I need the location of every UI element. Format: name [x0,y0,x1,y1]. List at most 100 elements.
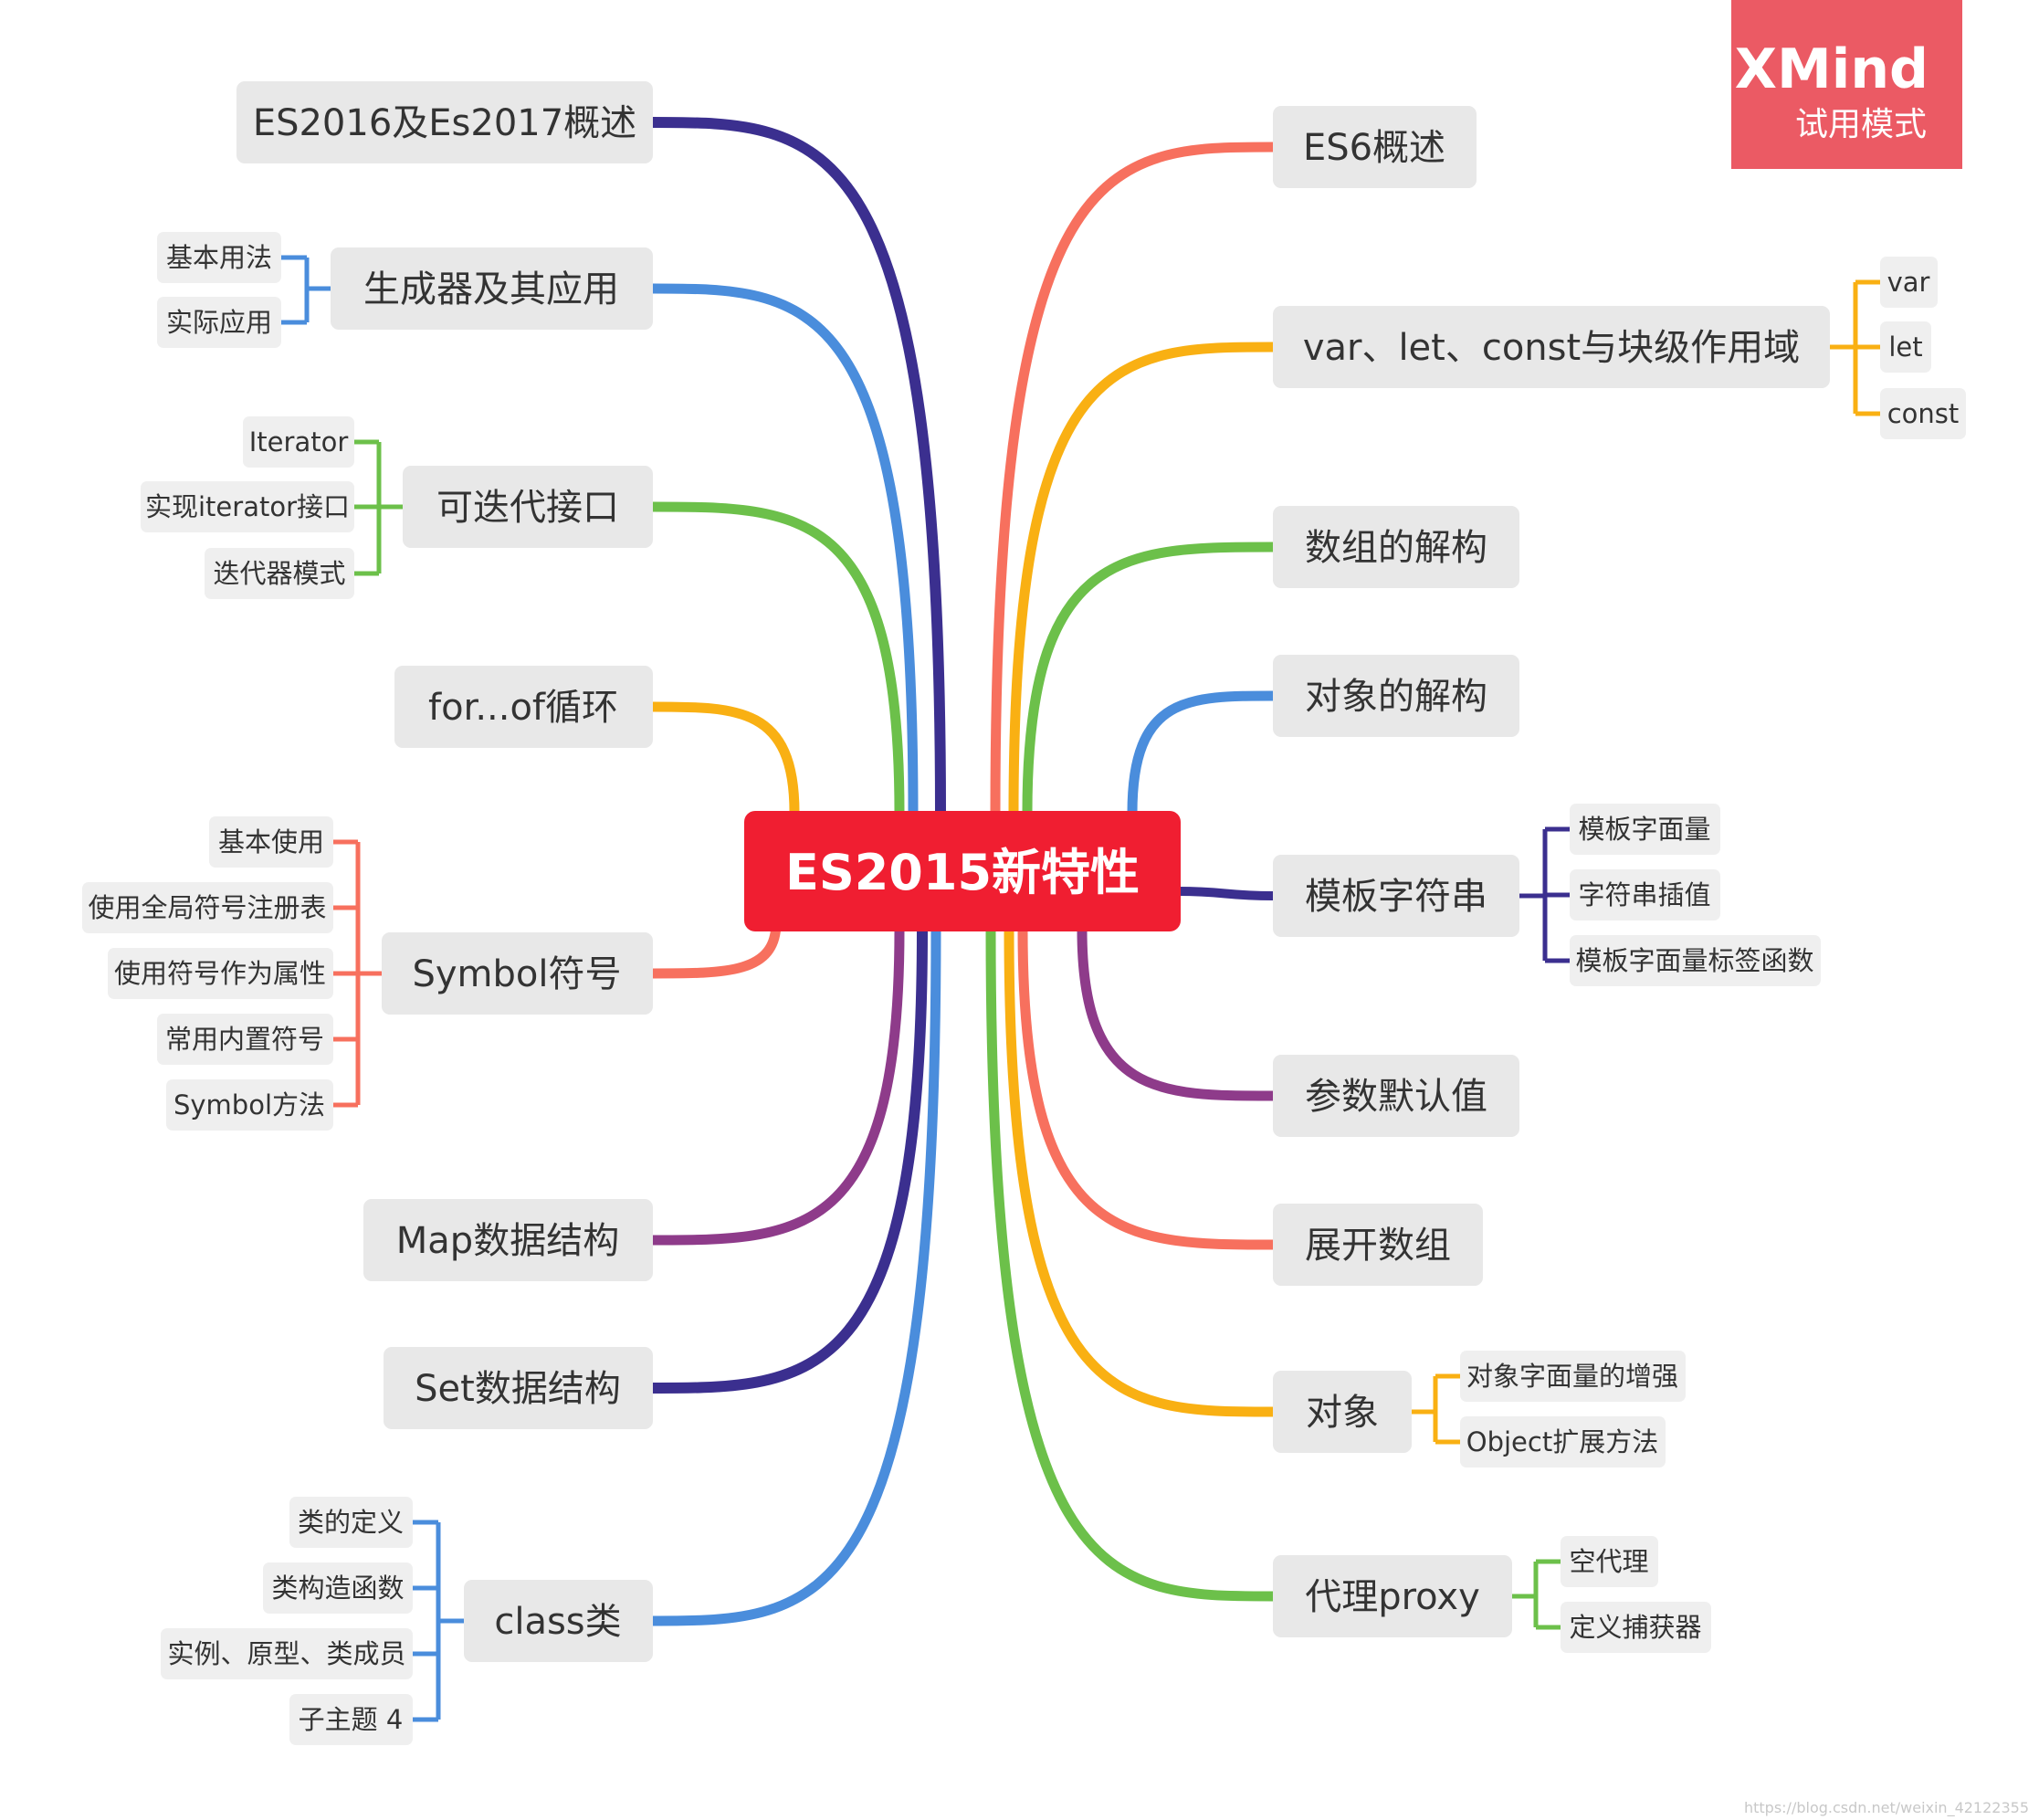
subtopic-label: 实际应用 [166,307,272,338]
subtopic-label: Iterator [249,426,349,458]
bracket-line [1412,1373,1460,1445]
topic-spread-array[interactable]: 展开数组 [1273,1204,1483,1286]
subtopic-empty-proxy[interactable]: 空代理 [1561,1536,1658,1587]
topic-label: ES2016及Es2017概述 [253,102,636,144]
topic-label: Symbol符号 [412,953,621,995]
central-topic[interactable]: ES2015新特性 [744,811,1181,931]
branch-line [1004,924,1278,1417]
subtopic-implement-iterator[interactable]: 实现iterator接口 [141,481,354,532]
topic-label: 生成器及其应用 [363,268,619,310]
topic-symbol[interactable]: Symbol符号 [382,932,653,1015]
topic-label: class类 [494,1601,621,1643]
topic-iterable-interface[interactable]: 可迭代接口 [403,466,653,548]
subtopic-generator-basic-usage[interactable]: 基本用法 [157,232,281,283]
topic-label: 代理proxy [1305,1576,1480,1618]
subtopic-label: 空代理 [1569,1546,1648,1577]
sub-topic-brackets [281,255,1880,1722]
subtopic-enhanced-object-literals[interactable]: 对象字面量的增强 [1460,1351,1686,1402]
subtopic-label: 常用内置符号 [165,1024,324,1055]
topic-default-parameters[interactable]: 参数默认值 [1273,1055,1519,1137]
branch-line [1017,924,1278,1250]
subtopic-symbol-methods[interactable]: Symbol方法 [166,1079,333,1131]
subtopic-symbol-basic-usage[interactable]: 基本使用 [209,816,333,868]
subtopic-label: 实现iterator接口 [145,491,350,522]
branch-line [647,501,905,818]
subtopic-label: let [1888,331,1922,363]
topic-array-destructuring[interactable]: 数组的解构 [1273,506,1519,588]
subtopic-define-traps[interactable]: 定义捕获器 [1561,1602,1711,1653]
subtopic-label: 对象字面量的增强 [1466,1361,1678,1392]
bracket-line [1512,1559,1561,1630]
subtopic-label: var [1887,267,1930,298]
topic-class[interactable]: class类 [464,1580,653,1662]
branch-line [1022,542,1278,818]
topic-es2016-es2017-overview[interactable]: ES2016及Es2017概述 [236,81,653,163]
subtopic-subtopic-4[interactable]: 子主题 4 [289,1694,413,1745]
branch-line [647,924,928,1394]
topic-label: 参数默认值 [1305,1076,1487,1118]
branch-line [647,701,800,818]
topic-set-structure[interactable]: Set数据结构 [384,1347,653,1429]
topic-label: Map数据结构 [396,1220,619,1262]
topic-label: for...of循环 [428,687,618,729]
subtopic-label: 迭代器模式 [213,558,345,589]
branch-line [1127,690,1278,818]
branch-line [985,924,1278,1602]
branch-lines [647,117,1278,1626]
subtopic-iterator[interactable]: Iterator [243,416,354,468]
subtopic-label: 字符串插值 [1578,879,1710,910]
topic-generator[interactable]: 生成器及其应用 [331,247,653,330]
branch-line [1077,924,1278,1101]
xmind-logo-text: XMind [1735,37,1929,101]
subtopic-class-definition[interactable]: 类的定义 [289,1497,413,1548]
subtopic-label: 使用全局符号注册表 [88,892,326,923]
branch-line [647,117,946,818]
subtopic-label: 基本使用 [218,826,324,857]
subtopic-object-extension-methods[interactable]: Object扩展方法 [1460,1416,1666,1468]
subtopic-label: const [1887,398,1960,429]
subtopic-iterator-pattern[interactable]: 迭代器模式 [205,548,354,599]
subtopic-symbol-as-property[interactable]: 使用符号作为属性 [108,948,333,999]
trial-mode-label: 试用模式 [1795,106,1927,143]
subtopic-label: 定义捕获器 [1569,1612,1701,1643]
topic-var-let-const[interactable]: var、let、const与块级作用域 [1273,306,1830,388]
topic-es6-overview[interactable]: ES6概述 [1273,106,1477,188]
topic-for-of-loop[interactable]: for...of循环 [394,666,653,748]
subtopic-var[interactable]: var [1880,257,1938,308]
topic-proxy[interactable]: 代理proxy [1273,1555,1512,1637]
subtopic-string-interpolation[interactable]: 字符串插值 [1570,869,1720,921]
topic-object[interactable]: 对象 [1273,1371,1412,1453]
subtopic-label: Symbol方法 [173,1089,325,1120]
topic-label: 展开数组 [1305,1225,1451,1267]
topic-map-structure[interactable]: Map数据结构 [363,1199,653,1281]
subtopic-label: 模板字面量标签函数 [1575,945,1813,976]
topic-template-strings[interactable]: 模板字符串 [1273,855,1519,937]
bracket-line [281,255,331,325]
topic-label: 模板字符串 [1305,876,1487,918]
subtopic-builtin-symbols[interactable]: 常用内置符号 [157,1014,333,1065]
topic-label: Set数据结构 [415,1368,621,1410]
subtopic-generator-practical-use[interactable]: 实际应用 [157,297,281,348]
topic-object-destructuring[interactable]: 对象的解构 [1273,655,1519,737]
subtopic-instance-prototype-members[interactable]: 实例、原型、类成员 [161,1628,413,1679]
subtopic-tagged-templates[interactable]: 模板字面量标签函数 [1570,935,1821,986]
subtopic-label: 子主题 4 [299,1704,404,1735]
subtopic-label: 类的定义 [298,1507,404,1538]
subtopic-label: Object扩展方法 [1466,1426,1658,1457]
topic-label: 对象 [1306,1392,1379,1434]
subtopic-label: 基本用法 [166,242,272,273]
subtopic-label: 使用符号作为属性 [114,958,326,989]
branch-line [647,924,941,1626]
subtopic-let[interactable]: let [1880,321,1931,373]
subtopic-class-constructor[interactable]: 类构造函数 [263,1562,413,1614]
topic-label: 对象的解构 [1305,676,1487,718]
subtopic-global-symbol-registry[interactable]: 使用全局符号注册表 [82,882,333,933]
subtopic-const[interactable]: const [1880,388,1966,439]
bracket-line [1830,279,1880,416]
bracket-line [413,1520,464,1722]
branch-line [1008,342,1278,818]
bracket-line [333,839,382,1108]
watermark-text: https://blog.csdn.net/weixin_42122355 [1744,1799,2029,1817]
subtopic-template-literals[interactable]: 模板字面量 [1570,804,1720,855]
